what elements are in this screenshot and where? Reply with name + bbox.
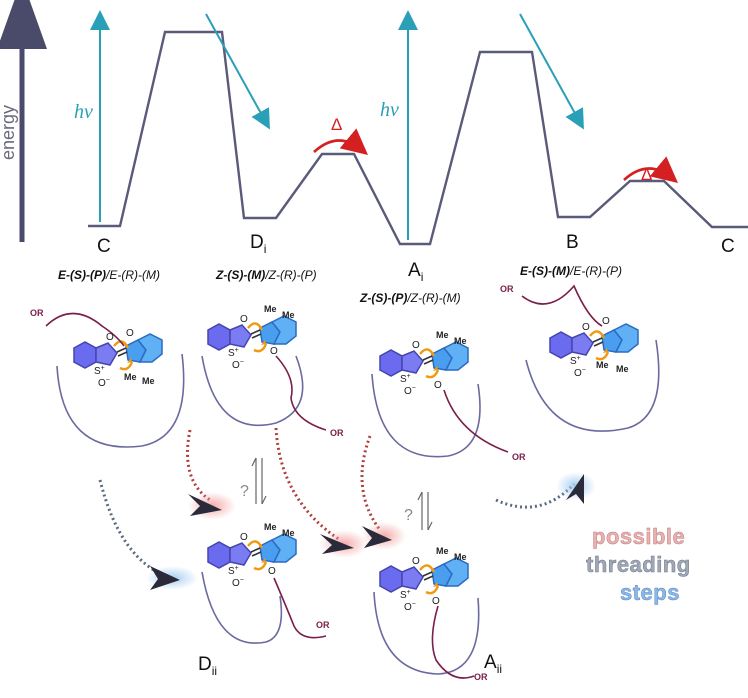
molecule-aii: OR O O S+ O− Me Me [373, 546, 488, 682]
carbonyl-o: O [412, 340, 420, 351]
methyl-label: Me [282, 528, 295, 538]
state-label-b: B [566, 232, 579, 253]
carbonyl-o: O [240, 314, 248, 325]
equilibrium-ai-aii: ? [404, 491, 433, 531]
sulfoxide-o: O− [404, 601, 416, 613]
sulfonium-s: S+ [228, 347, 239, 359]
molecule-c: OR O O S+ O− Me Me [30, 308, 185, 448]
svg-text:?: ? [240, 483, 249, 500]
sulfonium-s: S+ [400, 373, 411, 385]
threading-arrow-to-b [495, 472, 596, 509]
sulfoxide-o: O− [232, 577, 244, 589]
sulfonium-s: S+ [400, 589, 411, 601]
threading-arrow-ai-to-aii [360, 435, 406, 550]
config-label-ai: Z-(S)-(P)/Z-(R)-(M) [359, 291, 461, 305]
svg-text:?: ? [404, 507, 413, 524]
molecule-dii: OR O O S+ O− Me Me [201, 522, 330, 644]
ether-o: O [602, 316, 610, 327]
config-label-di: Z-(S)-(M)/Z-(R)-(P) [215, 268, 317, 282]
config-label-b: E-(S)-(M)/E-(R)-(P) [520, 264, 622, 278]
molecule-b: OR O O S+ O− Me Me [500, 284, 660, 432]
carbonyl-o: O [412, 556, 420, 567]
methyl-label: Me [454, 552, 467, 562]
sulfoxide-o: O− [98, 377, 110, 389]
state-label-di: Di [250, 232, 266, 256]
sulfoxide-o: O− [574, 367, 586, 379]
methyl-label: Me [436, 330, 449, 340]
sulfonium-s: S+ [228, 565, 239, 577]
ether-o: O [268, 566, 276, 577]
config-label-c: E-(S)-(P)/E-(R)-(M) [58, 268, 160, 282]
carbonyl-o: O [106, 332, 114, 343]
photon-label-1: hν [74, 101, 93, 123]
sulfonium-s: S+ [94, 365, 105, 377]
methyl-label: Me [596, 360, 609, 370]
thermal-arrow-2 [623, 156, 678, 183]
threading-arrow-c-to-dii [98, 479, 198, 590]
or-label: OR [316, 620, 330, 630]
threading-word-2: threading [586, 552, 691, 577]
sulfoxide-o: O− [404, 385, 416, 397]
ether-o: O [270, 346, 278, 357]
or-label: OR [330, 428, 344, 438]
threading-caption: possible threading steps [586, 524, 691, 606]
carbonyl-o: O [582, 322, 590, 333]
methyl-label: Me [454, 336, 467, 346]
sulfonium-s: S+ [570, 355, 581, 367]
methyl-label: Me [436, 546, 449, 556]
ether-o: O [126, 328, 134, 339]
state-label-c-right: C [721, 236, 735, 257]
or-label: OR [500, 284, 514, 294]
energy-profile-line [88, 30, 748, 246]
heat-label-1: Δ [331, 115, 342, 134]
methyl-label: Me [282, 310, 295, 320]
equilibrium-di-dii: ? [240, 457, 267, 505]
threading-arrow-di-to-aii [274, 427, 368, 558]
methyl-label: Me [124, 372, 137, 382]
threading-word-3: steps [620, 580, 680, 605]
or-label: OR [512, 452, 526, 462]
molecule-ai: OR O O S+ O− Me Me [371, 330, 526, 462]
state-label-ai: Ai [408, 260, 423, 284]
state-label-aii: Aii [484, 652, 502, 676]
or-label: OR [30, 308, 44, 318]
relaxation-arrow-2 [519, 13, 584, 130]
relaxation-arrow-1 [205, 13, 270, 130]
methyl-label: Me [142, 376, 155, 386]
or-label: OR [474, 672, 488, 682]
energy-axis-label: energy [0, 105, 18, 160]
methyl-label: Me [616, 364, 629, 374]
threading-arrow-di-to-dii [186, 429, 236, 520]
ether-o: O [432, 596, 440, 607]
state-label-dii: Dii [198, 654, 217, 678]
sulfoxide-o: O− [232, 359, 244, 371]
threading-word-1: possible [592, 524, 685, 549]
methyl-label: Me [264, 304, 277, 314]
thermal-arrow-1 [313, 128, 368, 155]
molecule-di: OR O O S+ O− Me Me [201, 304, 344, 438]
state-label-c-left: C [97, 236, 111, 257]
carbonyl-o: O [240, 532, 248, 543]
ether-o: O [434, 380, 442, 391]
methyl-label: Me [264, 522, 277, 532]
photon-label-2: hν [380, 99, 399, 121]
heat-label-2: Δ [641, 165, 652, 184]
